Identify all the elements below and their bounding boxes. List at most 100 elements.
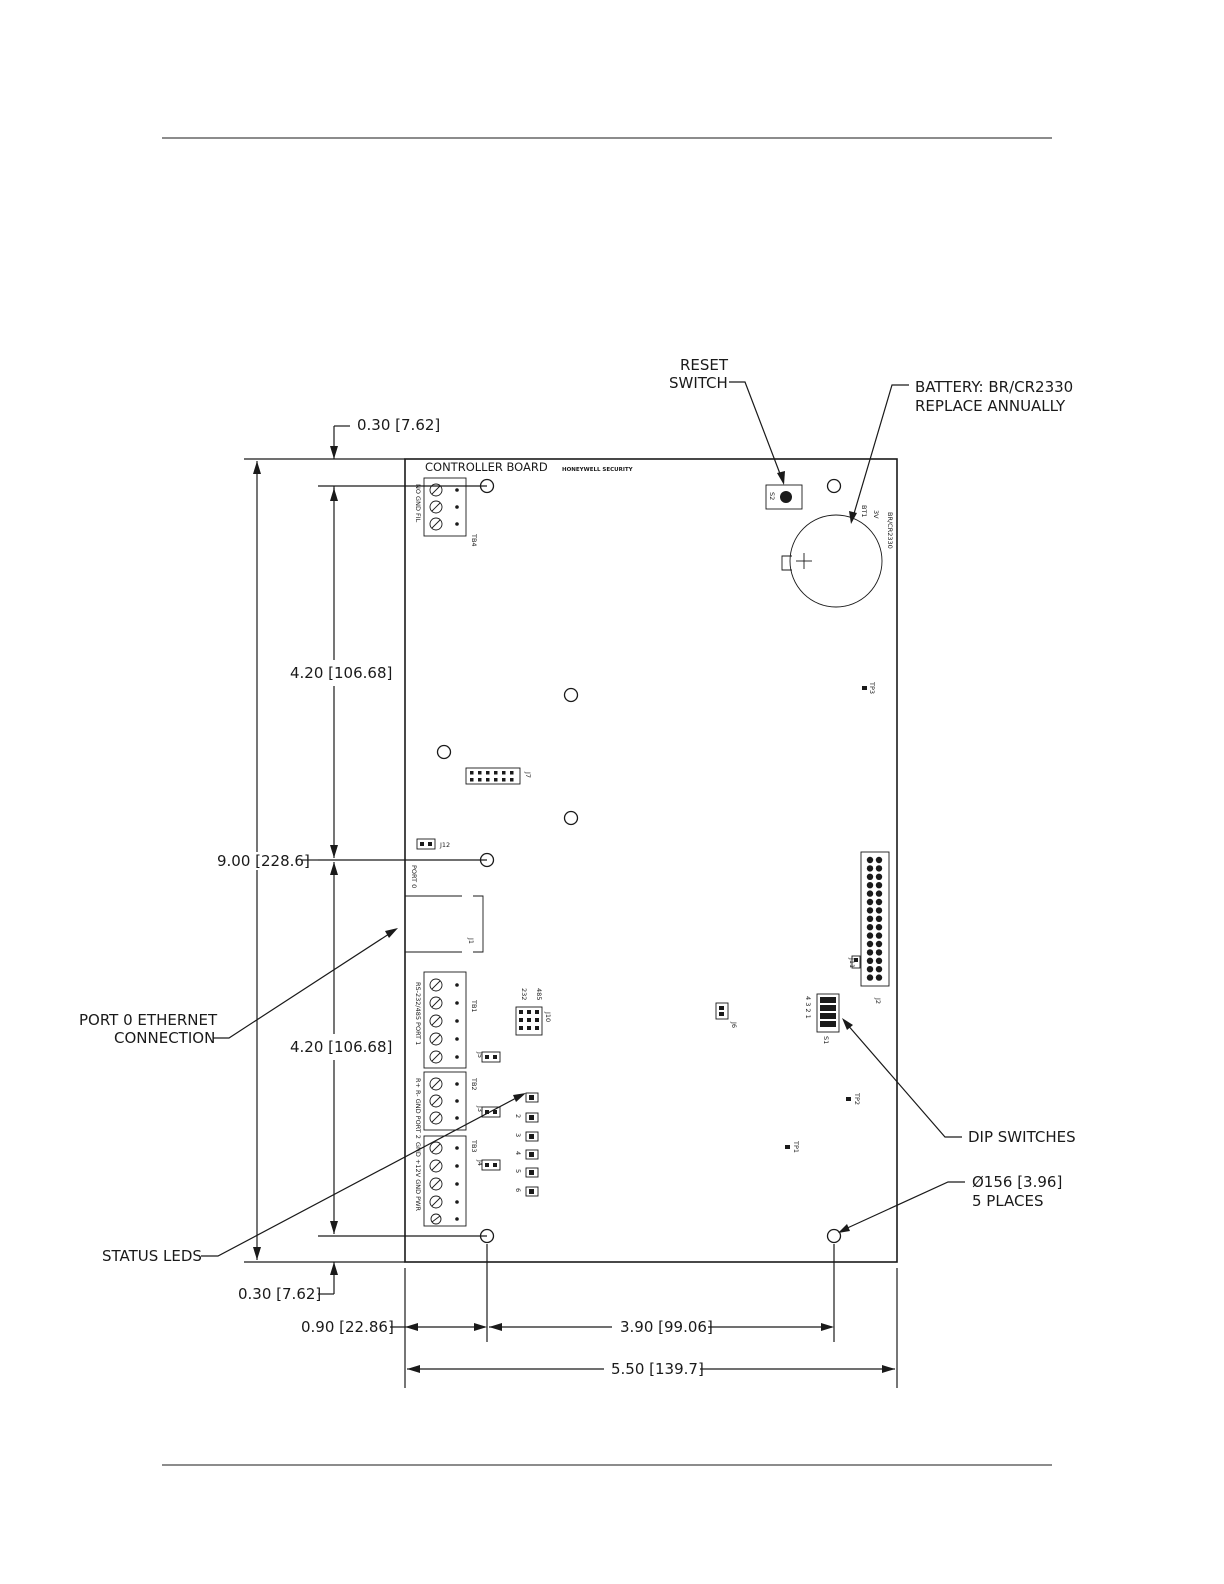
reset-switch-s2: S2 — [765, 484, 803, 510]
lower-span-label: 4.20 [106.68] — [290, 1038, 392, 1056]
callout-battery: BATTERY: BR/CR2330 REPLACE ANNUALLY — [849, 378, 1073, 524]
port0-callout-line1: PORT 0 ETHERNET — [79, 1011, 218, 1029]
hole-callout-line1: Ø156 [3.96] — [972, 1173, 1062, 1191]
hole-spacing-label: 3.90 [99.06] — [620, 1318, 713, 1336]
j10-232-label: 232 — [520, 988, 528, 1000]
terminal-block-tb1: TB1 RS-232/485 PORT 1 — [414, 971, 478, 1069]
dimension-lower-span: 4.20 [106.68] — [290, 862, 392, 1234]
j11-label: J11 — [848, 957, 856, 968]
status-led-column: 1 2 3 4 5 6 — [514, 1092, 539, 1197]
bt1-label: BT1 — [860, 505, 868, 518]
reset-callout-line1: RESET — [680, 356, 729, 374]
battery-bt1: BT1 3V BR/CR2330 — [781, 505, 894, 608]
svg-text:2: 2 — [514, 1114, 522, 1118]
tp3-label: TP3 — [868, 681, 876, 694]
jumper-j4: J4 — [476, 1159, 501, 1171]
dimension-upper-span: 4.20 [106.68] — [290, 488, 392, 858]
tb1-label: TB1 — [470, 999, 478, 1013]
test-point-tp1: TP1 — [785, 1140, 800, 1153]
tp1-label: TP1 — [792, 1140, 800, 1153]
svg-text:5: 5 — [514, 1169, 522, 1173]
ethernet-jack-j1: PORT 0 J1 — [405, 865, 484, 953]
jumper-j11: J11 — [848, 955, 861, 969]
upper-span-label: 4.20 [106.68] — [290, 664, 392, 682]
jumper-block-j10: 485 232 J10 — [515, 988, 552, 1036]
j2-pin — [866, 940, 874, 948]
port0-callout-line2: CONNECTION — [114, 1029, 215, 1047]
j2-pin — [866, 932, 874, 939]
mounting-hole-left-middle — [436, 744, 452, 760]
j2-pin — [875, 915, 883, 922]
j10-485-label: 485 — [535, 988, 543, 1000]
tb4-pin-labels: NO GND FIL — [414, 484, 422, 523]
j2-pin — [866, 966, 874, 973]
j2-pin — [866, 856, 874, 864]
callout-dip-switches: DIP SWITCHES — [842, 1018, 1076, 1146]
j2-pin — [866, 915, 874, 922]
tb4-label: TB4 — [470, 533, 478, 547]
callout-reset-switch: RESET SWITCH — [669, 356, 785, 485]
callout-mounting-holes: Ø156 [3.96] 5 PLACES — [838, 1173, 1062, 1233]
dimension-overall-width: 5.50 [139.7] — [407, 1360, 895, 1378]
status-led: 5 — [514, 1167, 539, 1178]
status-led: 4 — [514, 1149, 539, 1160]
dimension-left-offset: 0.90 [22.86] — [301, 1318, 487, 1336]
j10-label: J10 — [544, 1011, 552, 1022]
mounting-hole-bottom-right — [826, 1228, 842, 1244]
terminal-block-tb3: TB3 GND +12V GND PWR — [414, 1135, 478, 1227]
j2-pin — [875, 949, 883, 956]
j2-pin — [875, 865, 883, 872]
j2-pin — [875, 882, 883, 889]
header-j7: J7 — [465, 767, 532, 785]
dip-switch-s1: 4 3 2 1 S1 — [804, 993, 840, 1044]
jumper-j3: J3 — [476, 1105, 501, 1118]
overall-width-label: 5.50 [139.7] — [611, 1360, 704, 1378]
bt1-voltage: 3V — [872, 510, 880, 519]
status-leds-callout: STATUS LEDS — [102, 1247, 202, 1265]
j4-label: J4 — [476, 1159, 484, 1166]
j2-pin — [875, 907, 883, 914]
svg-text:4: 4 — [514, 1151, 522, 1155]
tp2-label: TP2 — [853, 1092, 861, 1105]
jumper-j12: J12 — [416, 838, 450, 850]
j2-pin — [866, 873, 874, 880]
tb3-label: TB3 — [470, 1139, 478, 1153]
battery-callout-line2: REPLACE ANNUALLY — [915, 397, 1066, 415]
j2-pin — [866, 974, 874, 981]
s1-pin-labels: 4 3 2 1 — [804, 996, 812, 1019]
j2-pin — [866, 890, 874, 897]
dimension-overall-height: 9.00 [228.6] — [217, 461, 318, 1260]
svg-text:3: 3 — [514, 1133, 522, 1137]
tb1-pin-labels: RS-232/485 PORT 1 — [414, 982, 422, 1045]
j1-label: J1 — [467, 937, 475, 944]
jumper-j6: J6 — [715, 1002, 738, 1028]
j2-pin — [875, 932, 883, 939]
j2-pin — [866, 957, 874, 964]
s1-label: S1 — [822, 1036, 830, 1044]
j2-pin — [875, 957, 883, 964]
j2-pin — [866, 907, 874, 914]
j2-pin — [866, 949, 874, 956]
board-title: CONTROLLER BOARD — [425, 460, 548, 474]
callout-port0-ethernet: PORT 0 ETHERNET CONNECTION — [79, 928, 398, 1047]
j2-pin — [875, 966, 883, 973]
tb2-pin-labels: R+ R- GND PORT 2 — [414, 1078, 422, 1139]
test-point-tp3: TP3 — [862, 681, 876, 694]
mounting-hole-center-upper — [563, 687, 579, 703]
j2-pin — [875, 873, 883, 880]
svg-text:6: 6 — [514, 1188, 522, 1192]
j3-label: J3 — [476, 1105, 484, 1112]
j2-pin — [875, 890, 883, 897]
s2-label: S2 — [768, 492, 776, 500]
j2-pin — [875, 974, 883, 981]
test-point-tp2: TP2 — [846, 1092, 861, 1105]
hole-callout-line2: 5 PLACES — [972, 1192, 1044, 1210]
j2-label: J2 — [874, 997, 882, 1004]
left-offset-label: 0.90 [22.86] — [301, 1318, 394, 1336]
mounting-hole-center-lower — [563, 810, 579, 826]
mounting-hole-top-right — [826, 478, 842, 494]
overall-height-label: 9.00 [228.6] — [217, 852, 310, 870]
dip-switches-callout: DIP SWITCHES — [968, 1128, 1076, 1146]
terminal-block-tb2: TB2 R+ R- GND PORT 2 — [414, 1071, 478, 1139]
